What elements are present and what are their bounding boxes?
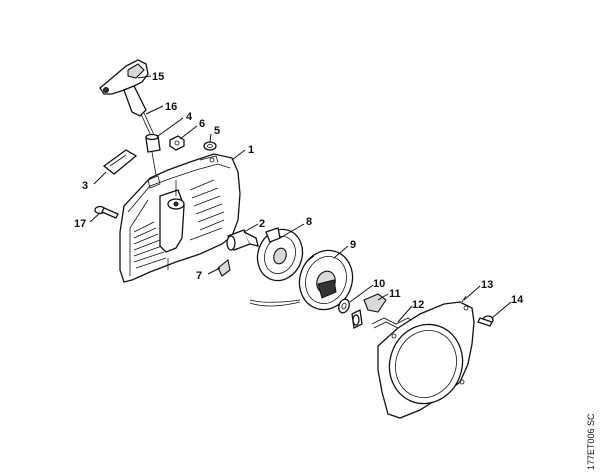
part-10-washer — [338, 298, 350, 314]
callout-4: 4 — [186, 111, 193, 123]
part-6-nut — [169, 135, 185, 151]
part-14-screw — [477, 315, 494, 327]
callout-6: 6 — [199, 118, 205, 130]
callout-9: 9 — [350, 239, 356, 251]
part-4-bushing — [145, 133, 161, 176]
part-7-clip — [217, 259, 231, 277]
callout-8: 8 — [306, 216, 312, 228]
callout-3: 3 — [82, 180, 88, 192]
part-13-fan-cover — [377, 295, 475, 419]
part-3-plate — [102, 149, 138, 175]
callout-16: 16 — [165, 101, 177, 113]
drawing-code: 177ET006 SC — [586, 413, 596, 470]
callout-7: 7 — [196, 270, 202, 282]
callout-13: 13 — [481, 279, 493, 291]
callout-15: 15 — [152, 71, 164, 83]
callout-11: 11 — [389, 288, 401, 300]
part-9-rope-rotor — [249, 249, 354, 311]
leader-lines — [89, 75, 512, 323]
part-5-washer — [203, 141, 217, 151]
part-11-pawl — [351, 293, 387, 329]
part-2-spindle — [226, 229, 259, 251]
part-1-fan-housing — [119, 153, 241, 283]
part-15-starter-grip — [99, 59, 149, 117]
part-17-screw — [94, 205, 119, 219]
part-8-spring-cover — [256, 227, 304, 282]
callout-1: 1 — [248, 144, 254, 156]
callout-2: 2 — [259, 218, 265, 230]
callout-14: 14 — [511, 294, 524, 306]
callout-10: 10 — [373, 278, 385, 290]
callout-12: 12 — [412, 299, 424, 311]
callout-5: 5 — [214, 125, 220, 137]
callout-labels: 1 2 3 4 5 6 7 8 9 10 11 12 13 14 15 16 1… — [74, 71, 524, 311]
callout-17: 17 — [74, 218, 86, 230]
